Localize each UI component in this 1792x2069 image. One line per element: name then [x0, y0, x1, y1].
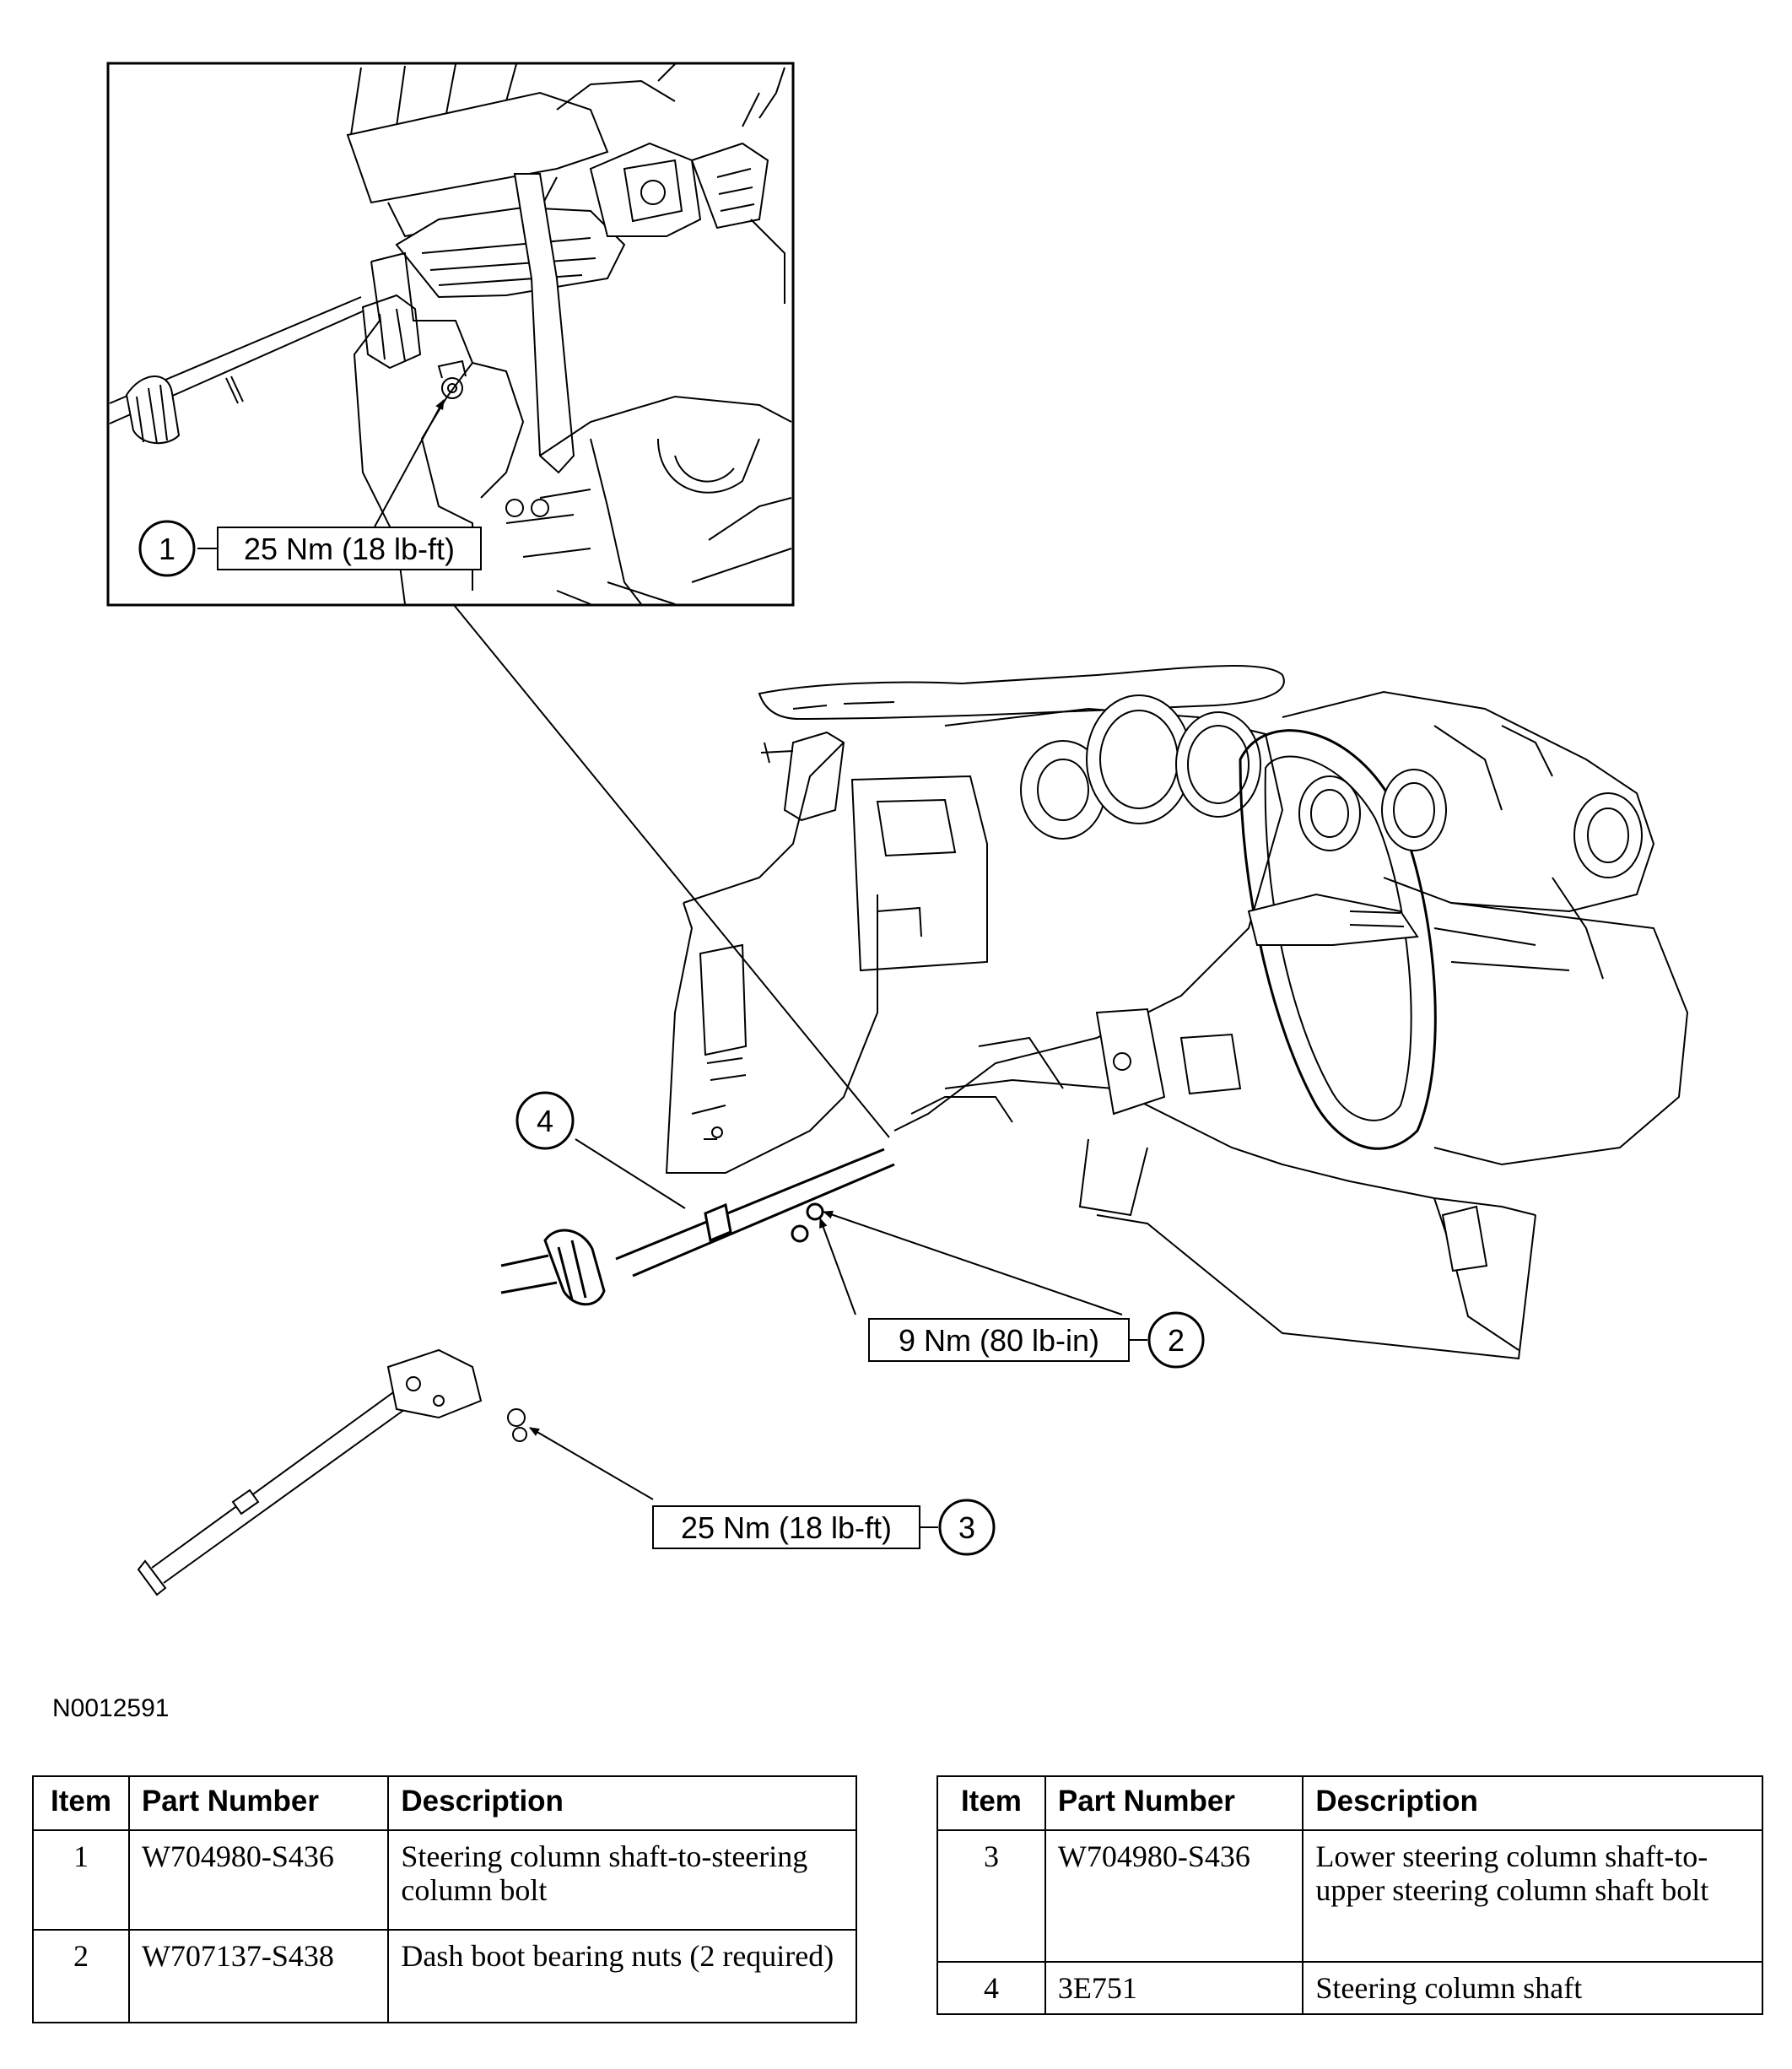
- callout-2-box: [868, 1318, 1130, 1362]
- col-header-part-number: Part Number: [1044, 1775, 1304, 1831]
- callout-3-circle: [938, 1499, 996, 1556]
- cell-description: Lower steering column shaft-to-upper ste…: [1302, 1829, 1763, 1963]
- col-header-description: Description: [1302, 1775, 1763, 1831]
- cell-description: Steering column shaft: [1302, 1961, 1763, 2015]
- callout-1-circle: [138, 520, 196, 577]
- callout-1-box: [217, 527, 482, 570]
- cell-part-number: W704980-S436: [1044, 1829, 1304, 1963]
- inset-line-art: [109, 63, 792, 605]
- steering-column-shaft-artwork: [137, 1148, 895, 1596]
- cell-description: Steering column shaft-to-steering column…: [387, 1829, 857, 1931]
- cell-item: 2: [32, 1929, 130, 2023]
- inset-leader-line: [453, 604, 890, 1138]
- callout-2-number: 2: [1168, 1323, 1185, 1358]
- callout-4: 4: [515, 1091, 575, 1150]
- parts-table-left: Item Part Number Description 1 W704980-S…: [32, 1775, 857, 2023]
- callout-2-circle: [1147, 1311, 1205, 1369]
- callout-1-number: 1: [159, 532, 175, 566]
- table-header-row: Item Part Number Description: [936, 1775, 1763, 1831]
- cell-item: 3: [936, 1829, 1046, 1963]
- table-row: 1 W704980-S436 Steering column shaft-to-…: [32, 1829, 857, 1931]
- callout-2-torque: 9 Nm (80 lb-in): [899, 1323, 1099, 1358]
- table-row: 4 3E751 Steering column shaft: [936, 1961, 1763, 2015]
- callout-3: 25 Nm (18 lb-ft) 3: [652, 1499, 996, 1556]
- cell-item: 1: [32, 1829, 130, 1931]
- table-row: 2 W707137-S438 Dash boot bearing nuts (2…: [32, 1929, 857, 2023]
- cell-description: Dash boot bearing nuts (2 required): [387, 1929, 857, 2023]
- cell-part-number: W704980-S436: [127, 1829, 390, 1931]
- col-header-description: Description: [387, 1775, 857, 1831]
- callout-4-circle: [515, 1091, 575, 1150]
- table-row: 3 W704980-S436 Lower steering column sha…: [936, 1829, 1763, 1963]
- parts-table-right: Item Part Number Description 3 W704980-S…: [936, 1775, 1763, 2015]
- col-header-part-number: Part Number: [127, 1775, 390, 1831]
- callout-3-box: [652, 1505, 920, 1549]
- callout-leaders: [197, 399, 1147, 1528]
- table-header-row: Item Part Number Description: [32, 1775, 857, 1831]
- callout-1-torque: 25 Nm (18 lb-ft): [244, 532, 455, 566]
- cell-item: 4: [936, 1961, 1046, 2015]
- callout-3-number: 3: [958, 1510, 975, 1545]
- callout-4-number: 4: [537, 1104, 553, 1138]
- col-header-item: Item: [32, 1775, 130, 1831]
- figure-id: N0012591: [52, 1694, 170, 1722]
- cell-part-number: W707137-S438: [127, 1929, 390, 2023]
- cell-part-number: 3E751: [1044, 1961, 1304, 2015]
- inset-detail-view: [106, 62, 795, 607]
- instrument-panel-artwork: [665, 665, 1689, 1360]
- inset-frame: [106, 62, 795, 607]
- callout-3-torque: 25 Nm (18 lb-ft): [681, 1510, 892, 1545]
- callout-2: 9 Nm (80 lb-in) 2: [868, 1311, 1205, 1369]
- col-header-item: Item: [936, 1775, 1046, 1831]
- callout-1: 1 25 Nm (18 lb-ft): [138, 520, 482, 577]
